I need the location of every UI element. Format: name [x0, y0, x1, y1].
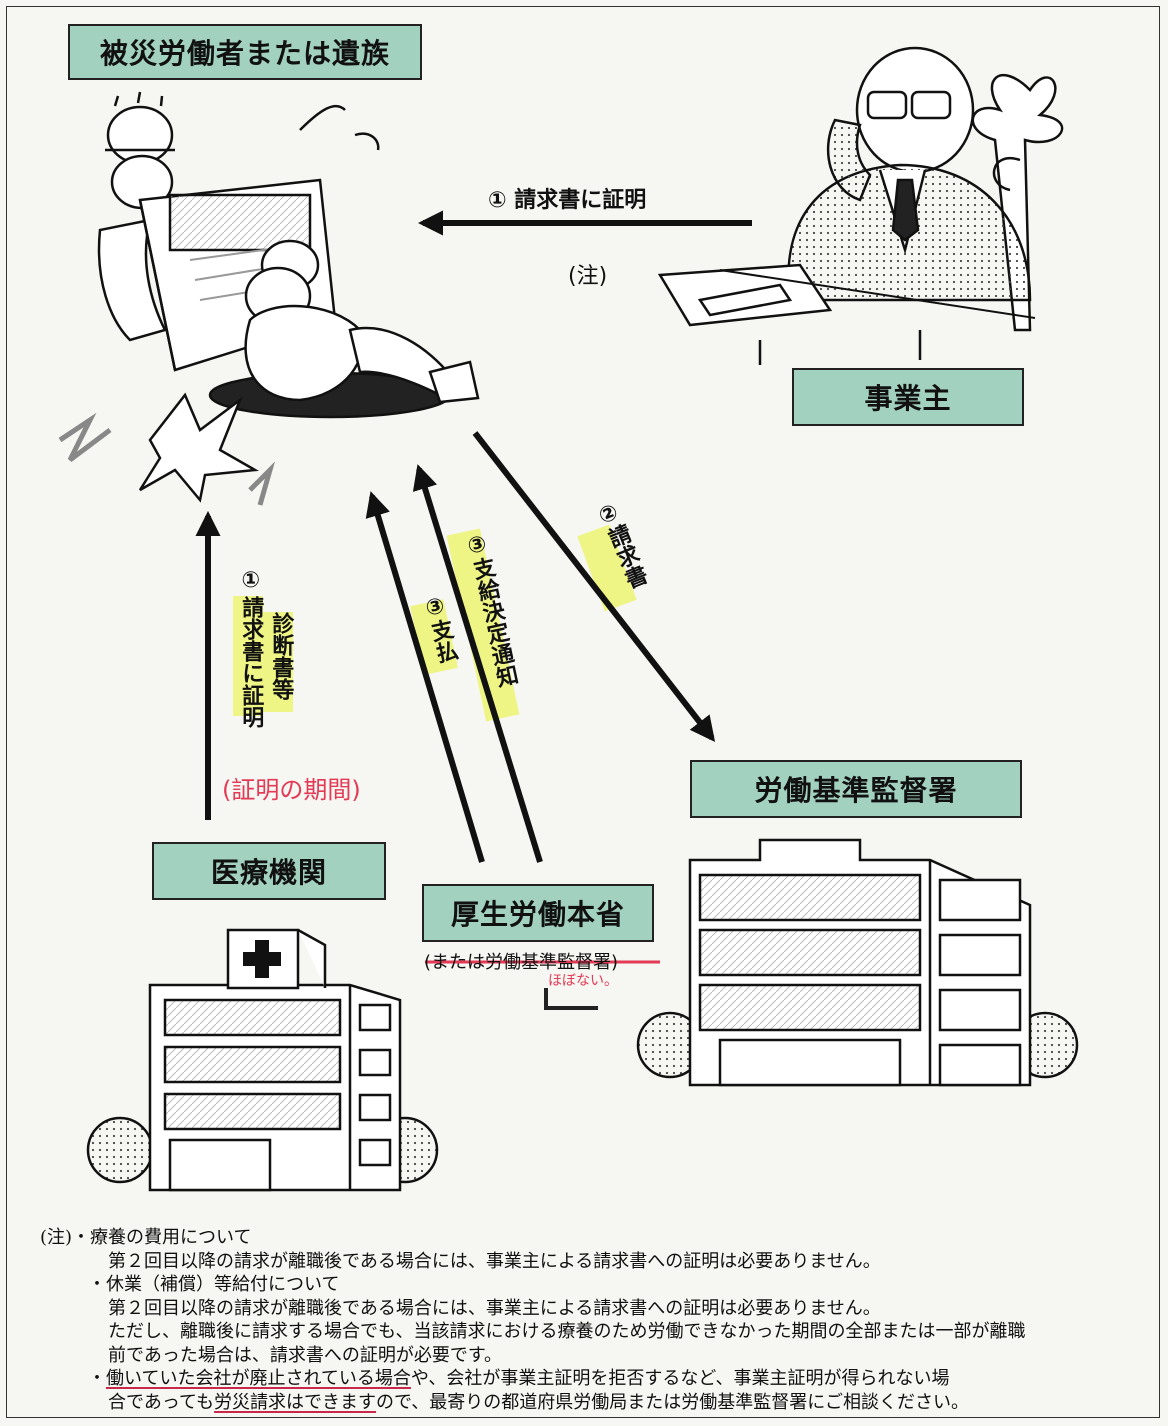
victim-box: 被災労働者または遺族 — [68, 24, 422, 80]
employer-box: 事業主 — [792, 368, 1024, 426]
accident-illustration — [58, 91, 480, 506]
medical-institution-box: 医療機関 — [152, 842, 386, 900]
employer-illustration — [657, 46, 1064, 365]
highlighter-marks — [233, 524, 637, 722]
note-item3-line2: 合であっても労災請求はできますので、最寄りの都道府県労働局または労働基準監督署に… — [108, 1391, 969, 1413]
note-item2-head: ・休業（補償）等給付について — [88, 1274, 340, 1295]
note-underline-1: 働いていた会社が廃止されている場合 — [106, 1368, 411, 1389]
diagram-frame — [6, 6, 1160, 1418]
handwritten-period-note: (証明の期間) — [222, 776, 361, 804]
medical-diagnosis-label: 診断書等 — [268, 612, 294, 700]
note-underline-2: 労災請求はできます — [214, 1391, 377, 1413]
note-item2-body1: 第２回目以降の請求が離職後である場合には、事業主による請求書への証明は必要ありま… — [108, 1297, 881, 1319]
arrow-payment — [365, 491, 485, 863]
ministry-subtitle: (または労働基準監督署) — [424, 952, 619, 973]
office-building-illustration — [636, 838, 1079, 1087]
note-item2-body3: 前であった場合は、請求書への証明が必要です。 — [108, 1344, 503, 1366]
arrow-claim — [472, 431, 716, 742]
note-lead: (注) — [40, 1227, 73, 1248]
labour-inspection-office-box: 労働基準監督署 — [690, 760, 1022, 818]
arrow-decision-notice — [412, 464, 543, 863]
ministry-box: 厚生労働本省 — [422, 884, 654, 942]
note-item1-head: (注)・療養の費用について — [40, 1227, 252, 1248]
employer-certify-label: ① 請求書に証明 — [488, 188, 647, 213]
note-item2-body2: ただし、離職後に請求する場合でも、当該請求における療養のため労働できなかった期間… — [108, 1321, 1026, 1342]
footnote-block: (注)・療養の費用について 第２回目以降の請求が離職後である場合には、事業主によ… — [40, 1226, 1150, 1414]
medical-flow-number: ① — [238, 568, 264, 593]
note-item3-line1: ・働いていた会社が廃止されている場合や、会社が事業主証明を拒否するなど、事業主証… — [88, 1368, 950, 1389]
medical-certify-label: 請求書に証明 — [238, 596, 264, 728]
hospital-illustration — [86, 928, 439, 1192]
employer-note-label: (注) — [568, 264, 608, 289]
insert-mark — [544, 988, 598, 1010]
handwritten-rarely-note: ほぼない。 — [548, 973, 618, 989]
note-item1-body: 第２回目以降の請求が離職後である場合には、事業主による請求書への証明は必要ありま… — [108, 1250, 881, 1272]
